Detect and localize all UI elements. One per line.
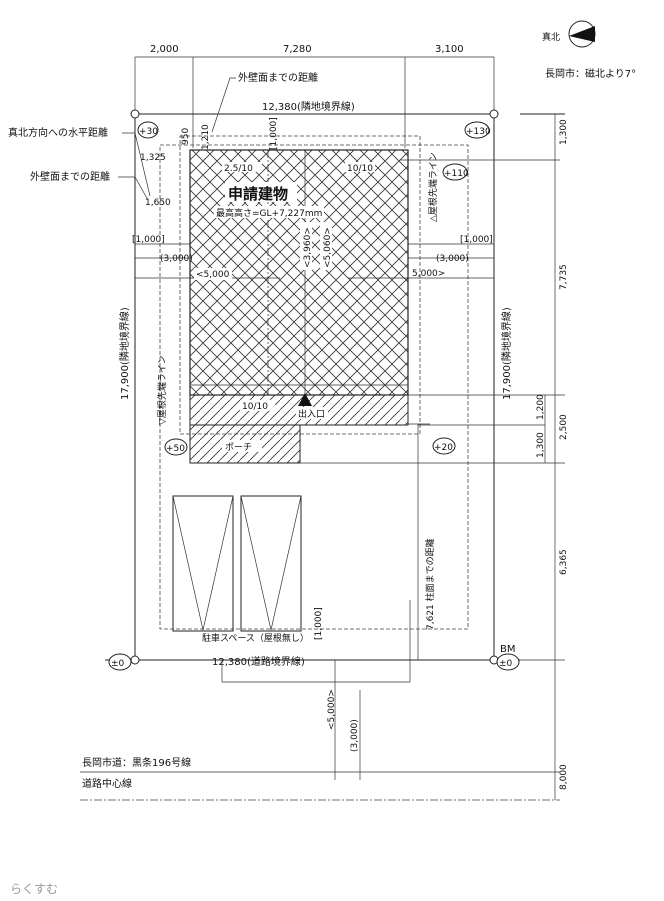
boundary-left-label: 17,900(隣地境界線) <box>118 307 131 400</box>
dim-right-1200: 1,200 <box>536 394 546 420</box>
svg-text:±0: ±0 <box>111 659 125 669</box>
wall-distance-label-left: 外壁面までの距離 <box>30 170 110 183</box>
wall-distance-label-top: 外壁面までの距離 <box>238 71 318 84</box>
dim-3000-right: (3,000) <box>436 254 469 264</box>
dim-right-1300: 1,300 <box>559 119 569 145</box>
dim-5000-road: <5,000> <box>327 689 337 730</box>
right-dimension-line <box>300 114 565 800</box>
max-height-label: 最高高さ=GL+7,227mm <box>216 207 322 219</box>
entrance-arrow-icon <box>298 393 312 406</box>
dim-top-center: 7,280 <box>283 44 312 55</box>
dim-1650: 1,650 <box>145 198 171 208</box>
true-north-label: 真北 <box>542 31 560 43</box>
entrance-label: 出入口 <box>298 408 325 420</box>
boundary-right-label: 17,900(隣地境界線) <box>500 307 513 400</box>
dim-top-left: 2,000 <box>150 44 179 55</box>
boundary-corner-marker <box>130 655 140 665</box>
roof-edge-line-label-left: ▽屋根先端ライン <box>156 355 168 425</box>
level-marker: +50 <box>164 438 188 456</box>
dim-5060: <5,060> <box>323 227 333 268</box>
north-compass-icon <box>568 20 596 48</box>
level-marker: +30 <box>137 121 159 139</box>
dim-1210: 1,210 <box>201 124 211 150</box>
porch-label: ポーチ <box>225 442 252 453</box>
svg-text:+110: +110 <box>444 169 469 179</box>
dim-1000-top: [1,000] <box>269 117 279 150</box>
bm-label: BM <box>500 644 516 655</box>
level-marker: +20 <box>432 437 456 455</box>
level-marker: +130 <box>464 121 491 139</box>
dim-right-7735: 7,735 <box>559 264 569 290</box>
dim-5000-left: <5,000 <box>196 270 230 280</box>
dim-1000-road: [1,000] <box>314 607 324 640</box>
column-distance-label: 7,621 柱面までの距離 <box>424 538 436 630</box>
boundary-top-label: 12,380(隣地境界線) <box>262 100 355 113</box>
boundary-corner-marker <box>489 109 499 119</box>
dim-right-8000: 8,000 <box>559 764 569 790</box>
north-horizontal-distance-label: 真北方向への水平距離 <box>8 126 108 139</box>
parking-space <box>240 495 302 632</box>
site-boundary <box>105 113 565 661</box>
dim-5000-right: 5,000> <box>412 269 445 279</box>
road-name-label: 長岡市道：黒条196号線 <box>82 756 191 769</box>
parking-label: 駐車スペース（屋根無し） <box>202 632 309 644</box>
magnetic-declination-note: 長岡市：磁北より7° <box>545 67 636 80</box>
road-boundary-label: 12,380(道路境界線) <box>212 655 305 668</box>
level-marker: ±0 <box>496 653 520 671</box>
entrance-slope-label: 10/10 <box>242 402 268 412</box>
boundary-corner-marker <box>130 109 140 119</box>
site-logo: らくすむ <box>10 882 59 896</box>
dim-3960: <3,960> <box>303 227 313 268</box>
roof-edge-line-label-right: △屋根先端ライン <box>427 152 439 222</box>
level-marker: ±0 <box>108 653 132 671</box>
svg-text:±0: ±0 <box>499 659 513 669</box>
dim-right-2500: 2,500 <box>559 414 569 440</box>
dim-top-right: 3,100 <box>435 44 464 55</box>
svg-text:+20: +20 <box>434 443 453 453</box>
roof-slope-label: 10/10 <box>347 164 373 174</box>
svg-text:+30: +30 <box>139 127 158 137</box>
porch-area <box>189 424 301 464</box>
dim-1325: 1,325 <box>140 153 166 163</box>
top-dimension-line <box>134 56 495 148</box>
setback-outline <box>159 144 469 630</box>
dim-1000-right: [1,000] <box>460 235 493 245</box>
roof-slope-label: 2.5/10 <box>224 164 253 174</box>
road-center-label: 道路中心線 <box>82 777 132 790</box>
building-title: 申請建物 <box>228 185 288 203</box>
parking-space <box>172 495 234 632</box>
dim-right-1300b: 1,300 <box>536 432 546 458</box>
dim-3000-left: (3,000) <box>160 254 193 264</box>
svg-text:+130: +130 <box>466 127 491 137</box>
dim-3000-road: (3,000) <box>350 719 360 752</box>
dim-right-6365: 6,365 <box>559 549 569 575</box>
level-marker: +110 <box>442 163 469 181</box>
svg-text:+50: +50 <box>166 444 185 454</box>
dim-1000-left: [1,000] <box>132 235 165 245</box>
